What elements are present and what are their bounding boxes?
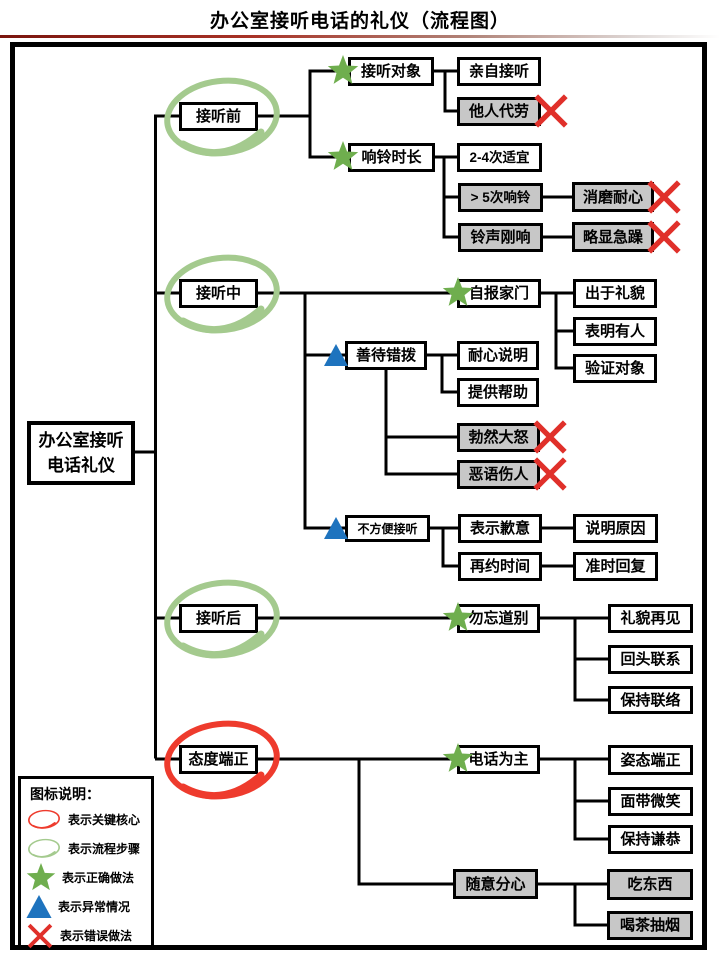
node-reply-on-time: 准时回复 bbox=[573, 552, 658, 581]
node-tea-smoking: 喝茶抽烟 bbox=[607, 911, 693, 940]
legend-item: 表示关键核心 bbox=[21, 805, 151, 834]
node-good-posture: 姿态端正 bbox=[608, 745, 693, 775]
title-underline bbox=[0, 35, 720, 38]
node-apologize: 表示歉意 bbox=[458, 514, 542, 543]
node-careless-distraction: 随意分心 bbox=[453, 869, 538, 899]
legend-item: 表示流程步骤 bbox=[21, 834, 151, 863]
node-answer-target: 接听对象 bbox=[348, 57, 434, 86]
node-answer-by-proxy: 他人代劳 bbox=[457, 97, 541, 126]
diagram-frame bbox=[10, 42, 707, 950]
node-handle-wrong-call: 善待错拨 bbox=[345, 341, 427, 370]
node-explain-patiently: 耐心说明 bbox=[457, 341, 539, 370]
red-cross-icon bbox=[27, 922, 53, 949]
legend: 图标说明： 表示关键核心 表示流程步骤 表示正确做法 表示异常情况 表示错误做法 bbox=[18, 776, 154, 950]
page-title: 办公室接听电话的礼仪（流程图） bbox=[209, 11, 510, 32]
node-burst-into-anger: 勃然大怒 bbox=[457, 423, 540, 452]
node-keep-in-touch: 保持联络 bbox=[608, 686, 693, 714]
legend-item-label: 表示正确做法 bbox=[62, 871, 135, 885]
legend-item-label: 表示异常情况 bbox=[58, 900, 131, 914]
node-ring-just-rang: 铃声刚响 bbox=[458, 223, 543, 252]
legend-item-label: 表示错误做法 bbox=[60, 929, 133, 943]
legend-title: 图标说明： bbox=[30, 786, 100, 802]
node-root: 办公室接听 电话礼仪 bbox=[27, 421, 135, 485]
node-polite-goodbye: 礼貌再见 bbox=[608, 604, 693, 633]
root-line1: 办公室接听 bbox=[38, 430, 124, 450]
node-smile: 面带微笑 bbox=[608, 787, 693, 816]
node-stay-humble: 保持谦恭 bbox=[608, 825, 693, 854]
node-follow-up-contact: 回头联系 bbox=[608, 645, 693, 674]
legend-item: 表示异常情况 bbox=[21, 892, 151, 921]
node-explain-reason: 说明原因 bbox=[573, 514, 658, 543]
node-self-introduction: 自报家门 bbox=[457, 279, 541, 308]
node-inconvenient-to-answer: 不方便接听 bbox=[345, 515, 430, 542]
node-show-presence: 表明有人 bbox=[573, 317, 657, 346]
node-ring-duration: 响铃时长 bbox=[348, 143, 435, 172]
root-line2: 电话礼仪 bbox=[47, 456, 115, 475]
node-out-of-courtesy: 出于礼貌 bbox=[573, 279, 657, 308]
node-offer-help: 提供帮助 bbox=[457, 378, 539, 407]
node-harsh-words: 恶语伤人 bbox=[457, 460, 540, 489]
legend-item: 表示错误做法 bbox=[21, 921, 151, 950]
node-eating: 吃东西 bbox=[607, 869, 693, 900]
blue-triangle-icon bbox=[26, 895, 52, 918]
legend-item-label: 表示流程步骤 bbox=[68, 842, 141, 856]
legend-item: 表示正确做法 bbox=[21, 862, 151, 892]
green-loop-icon bbox=[26, 836, 62, 859]
node-farewell: 勿忘道别 bbox=[457, 604, 540, 633]
node-reschedule-time: 再约时间 bbox=[458, 552, 542, 581]
node-answer-in-person: 亲自接听 bbox=[457, 57, 541, 86]
node-ring-over-5-times: > 5次响铃 bbox=[458, 183, 543, 212]
node-answer-during: 接听中 bbox=[179, 279, 258, 308]
green-star-icon bbox=[26, 862, 56, 890]
node-attitude: 态度端正 bbox=[179, 745, 258, 774]
node-ring-2-4-times: 2-4次适宜 bbox=[457, 143, 542, 172]
node-answer-before: 接听前 bbox=[179, 102, 258, 131]
node-phone-first: 电话为主 bbox=[457, 745, 540, 774]
node-verify-caller: 验证对象 bbox=[573, 354, 657, 383]
red-loop-icon bbox=[26, 807, 62, 830]
node-seem-hasty: 略显急躁 bbox=[572, 222, 654, 252]
legend-item-label: 表示关键核心 bbox=[68, 813, 141, 827]
node-wear-patience: 消磨耐心 bbox=[572, 182, 654, 212]
node-answer-after: 接听后 bbox=[179, 604, 258, 633]
